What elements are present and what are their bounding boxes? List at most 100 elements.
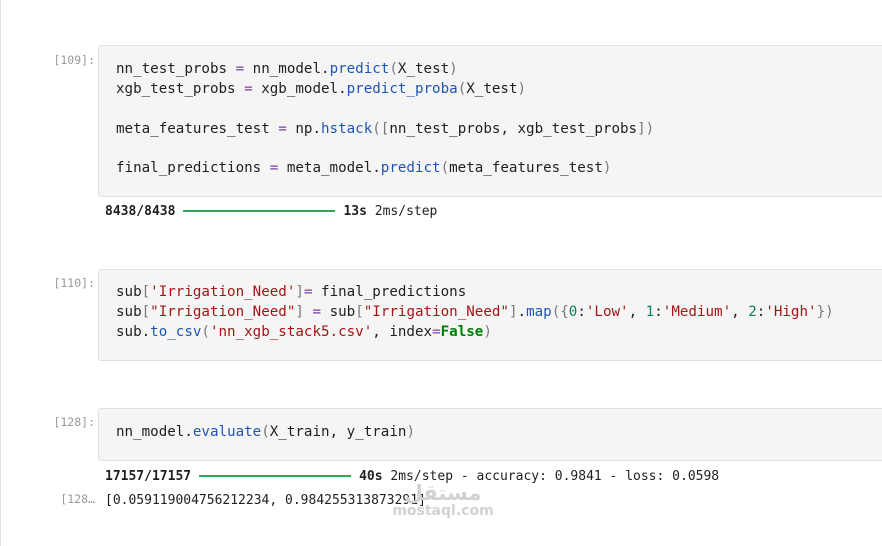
code-token: xgb_test_probs [116,81,245,97]
result-prompt-128: [128… [60,492,95,506]
code-line: final_predictions = meta_model.predict(m… [116,158,611,178]
code-token: "Irrigation_Need" [150,304,296,320]
code-cell-128[interactable]: nn_model.evaluate(X_train, y_train) [98,408,882,461]
code-token: , [731,304,749,320]
code-token: ( [440,160,450,176]
code-token: 'Medium' [662,304,732,320]
code-line: sub["Irrigation_Need"] = sub["Irrigation… [116,302,834,322]
code-token: = [432,324,441,340]
code-token: ] [295,304,304,320]
code-token: meta_model. [278,160,381,176]
code-token: ( [389,61,398,77]
code-token: ) [602,160,612,176]
code-token: = [303,284,313,300]
code-token: final_predictions [312,284,467,300]
code-token: 1 [645,304,655,320]
code-token: sub [116,284,142,300]
code-token: X_test [397,61,450,77]
output-time: 40s [359,469,383,484]
code-token: X_train, y_train [269,424,407,440]
code-token: 'nn_xgb_stack5.csv' [209,324,373,340]
cell-result-128: [0.059119004756212234, 0.984255313873291… [105,493,426,508]
code-token: final_predictions [116,160,270,176]
code-token: [ [141,304,151,320]
cell-prompt-109: [109]: [53,53,95,67]
code-token: = [269,160,279,176]
output-time: 13s [343,204,367,219]
cell-prompt-110: [110]: [53,276,95,290]
code-token: . [517,304,527,320]
code-token: nn_model. [244,61,330,77]
code-line: nn_model.evaluate(X_train, y_train) [116,422,415,442]
code-token: "Irrigation_Need" [363,304,509,320]
code-token: = [278,121,287,137]
code-token: hstack [321,121,373,137]
code-token: ] [295,284,304,300]
cell-output-109: 8438/8438 13s 2ms/step [105,203,437,221]
code-token: ) [449,61,458,77]
code-token: 'Irrigation_Need' [150,284,296,300]
code-token: to_csv [150,324,202,340]
code-token: nn_test_probs [116,61,236,77]
cell-output-128: 17157/17157 40s 2ms/step - accuracy: 0.98… [105,468,719,486]
code-token: ) [517,81,527,97]
code-line: sub['Irrigation_Need']= final_prediction… [116,282,466,302]
code-cell-110[interactable]: sub['Irrigation_Need']= final_prediction… [98,269,882,361]
code-token: , index [372,324,433,340]
code-token: : [577,304,586,320]
code-token: ] [508,304,518,320]
code-token: predict [329,61,390,77]
output-rest: 2ms/step [366,204,438,219]
watermark-logo: مستقل [404,481,482,505]
mostaql-watermark: مستقل mostaql.com [388,482,498,518]
code-token: 0 [568,304,578,320]
code-token: }) [816,304,834,320]
output-rest: 2ms/step - accuracy: 0.9841 - loss: 0.05… [382,469,720,484]
code-token: nn_test_probs, xgb_test_probs [389,121,638,137]
code-token: sub. [116,324,151,340]
cell-prompt-128: [128]: [53,415,95,429]
code-token: 'Low' [585,304,629,320]
code-token: ) [406,424,415,440]
code-token: ) [483,324,492,340]
code-token: : [756,304,766,320]
code-token: = [312,304,322,320]
progress-bar [199,474,352,477]
code-token: np. [286,121,322,137]
code-token: ]) [637,121,655,137]
code-line: nn_test_probs = nn_model.predict(X_test) [116,59,458,79]
code-token: [ [141,284,151,300]
watermark-text: mostaql.com [392,503,494,519]
code-token: [ [355,304,364,320]
code-token: , [628,304,646,320]
output-steps: 17157/17157 [105,469,192,484]
code-token: predict [380,160,441,176]
code-token: ({ [551,304,569,320]
code-token: evaluate [192,424,262,440]
notebook-left-border [0,0,1,546]
code-token: ( [261,424,270,440]
code-token: predict_proba [346,81,458,97]
code-token: meta_features_test [116,121,279,137]
code-token: : [654,304,663,320]
code-token: = [244,81,253,97]
code-token: sub [321,304,356,320]
code-token: xgb_model. [252,81,347,97]
code-token: meta_features_test [449,160,603,176]
code-token: 'High' [765,304,817,320]
progress-bar [183,209,336,212]
code-token: 2 [748,304,757,320]
code-token: ([ [372,121,390,137]
code-line: meta_features_test = np.hstack([nn_test_… [116,119,654,139]
code-line: sub.to_csv('nn_xgb_stack5.csv', index=Fa… [116,322,492,342]
code-cell-109[interactable]: nn_test_probs = nn_model.predict(X_test)… [98,45,882,197]
code-token: nn_model. [116,424,193,440]
code-token: sub [116,304,142,320]
code-token: ( [201,324,210,340]
code-token: ( [457,81,467,97]
code-token: = [235,61,245,77]
code-token: map [526,304,552,320]
code-token: False [440,324,484,340]
output-steps: 8438/8438 [105,204,176,219]
code-token: X_test [466,81,518,97]
